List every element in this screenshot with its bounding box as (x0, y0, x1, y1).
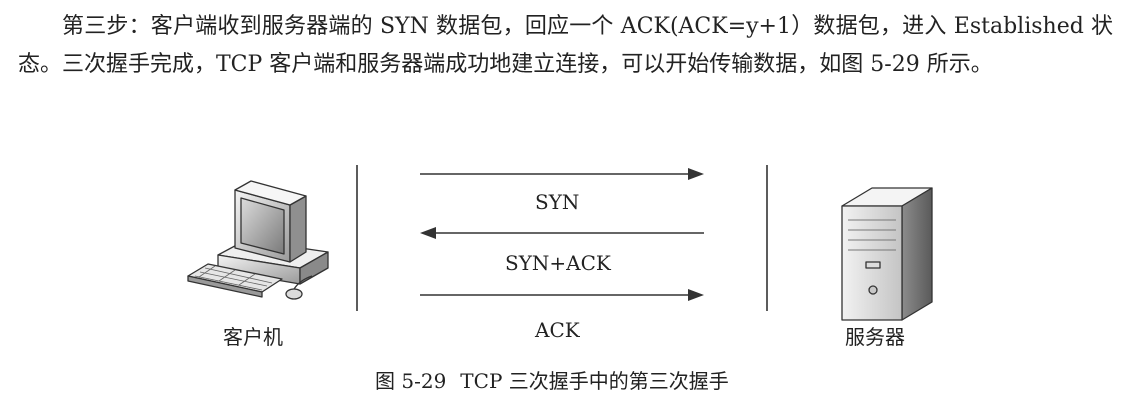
server-label: 服务器 (845, 325, 905, 349)
syn-label: SYN (535, 190, 580, 214)
syn-arrow (420, 168, 704, 180)
syn-ack-label: SYN+ACK (505, 251, 611, 275)
ack-label: ACK (535, 318, 580, 342)
desktop-computer-icon (187, 180, 329, 300)
caption-number: 图 5-29 (375, 369, 447, 393)
syn-ack-arrow (420, 227, 704, 239)
server-tower-icon (841, 187, 933, 321)
body-paragraph: 第三步：客户端收到服务器端的 SYN 数据包，回应一个 ACK(ACK=y+1）… (18, 14, 1113, 77)
client-label: 客户机 (223, 325, 283, 349)
figure-caption: 图 5-29 TCP 三次握手中的第三次握手 (375, 365, 729, 394)
ack-arrow (420, 289, 704, 301)
caption-text: TCP 三次握手中的第三次握手 (460, 369, 729, 393)
